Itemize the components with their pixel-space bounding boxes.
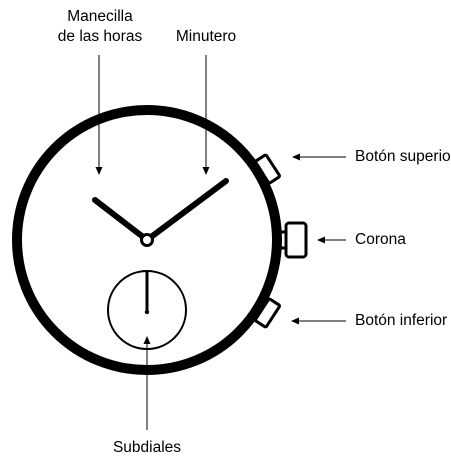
hour-hand-label-line2: de las horas: [57, 28, 143, 45]
hour-hand: [92, 197, 150, 243]
minute-hand-label: Minutero: [175, 28, 237, 45]
subdials-label: Subdiales: [112, 439, 182, 456]
hour-hand-label: Manecilla de las horas: [40, 7, 160, 47]
hour-hand-label-line1: Manecilla: [67, 8, 133, 25]
hands-pivot: [140, 233, 154, 247]
bottom-button-label: Botón inferior: [355, 312, 448, 329]
crown: [276, 221, 308, 259]
crown-label: Corona: [355, 231, 406, 248]
minute-hand: [144, 178, 229, 243]
top-button-label: Botón superio: [355, 148, 451, 165]
subdial-pivot: [144, 309, 150, 315]
